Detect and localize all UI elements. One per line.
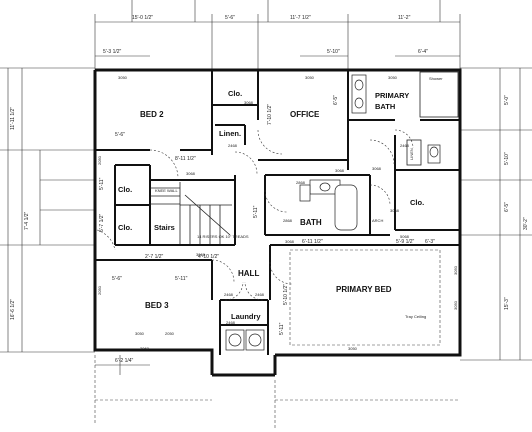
- dim-left-2: 7'-4 1/2": [24, 211, 30, 230]
- window-code: 3050: [135, 331, 145, 336]
- dim-bed3-1: 5'-6": [112, 276, 122, 282]
- dim-mid-6: 6'-3": [425, 239, 435, 245]
- door-code: 3068: [196, 252, 206, 257]
- door-code: 2468: [226, 320, 236, 325]
- fixtures: [225, 74, 441, 351]
- dim-right-5: 15'-3": [504, 297, 510, 310]
- right-dimension-lines: [460, 67, 532, 361]
- door-code: 3068: [140, 346, 150, 351]
- dim-right-5-inner: 5'-11": [253, 205, 259, 218]
- top-dimension-lines: [94, 0, 461, 70]
- note-arch: ARCH: [372, 218, 383, 223]
- window-code: 3050: [348, 346, 358, 351]
- dim-bed2-w: 5'-6": [115, 132, 125, 138]
- window-code: 3050: [305, 75, 315, 80]
- door-code: 3068: [335, 168, 345, 173]
- dim-mid-3: 2'-7 1/2": [145, 254, 164, 260]
- door-code: 2868: [296, 180, 306, 185]
- dim-mid-7: 4'-10 1/2": [198, 254, 219, 260]
- dim-left-3: 16'-6 1/2": [10, 299, 16, 320]
- door-code: 2468: [255, 292, 265, 297]
- room-clo-top-label: Clo.: [228, 89, 242, 98]
- room-office-label: OFFICE: [290, 110, 320, 119]
- door-code: 5068: [400, 234, 410, 239]
- dim-mid-4: 6'-11 1/2": [302, 239, 323, 245]
- window-code: 2050: [165, 331, 175, 336]
- dim-office-h: 6'-5": [333, 95, 339, 105]
- dim-top-4: 11'-2": [398, 15, 411, 21]
- dim-mid-1: 5'-11": [99, 177, 105, 190]
- dim-right-4: 30'-2": [523, 217, 529, 230]
- note-linen: LINEN: [409, 148, 414, 160]
- window-code: 3050: [453, 300, 458, 310]
- dim-lr-1: 5'-11": [279, 322, 285, 335]
- note-tray-ceiling: Tray Ceiling: [405, 314, 426, 319]
- room-stairs-label: Stairs: [154, 223, 175, 232]
- room-hall-label: HALL: [238, 269, 259, 278]
- window-code: 3050: [453, 265, 458, 275]
- window-code: 2050: [97, 285, 102, 295]
- window-code: 2050: [97, 155, 102, 165]
- dim-sub-2: 5'-10": [327, 49, 340, 55]
- door-code: 2468: [400, 143, 410, 148]
- exterior-walls: [93, 68, 462, 377]
- door-code: 2468: [224, 292, 234, 297]
- dim-hall-1: 8'-11 1/2": [175, 156, 196, 162]
- door-code: 3068: [244, 100, 254, 105]
- dim-right-2: 5'-10": [504, 152, 510, 165]
- room-bed3-label: BED 3: [145, 301, 169, 310]
- door-swings: [96, 129, 414, 301]
- room-laundry-label: Laundry: [231, 312, 261, 321]
- dim-lr-2: 5'-10 1/2": [283, 284, 289, 305]
- room-clo-left1-label: Clo.: [118, 185, 132, 194]
- tray-ceiling-outline: [289, 249, 441, 346]
- dim-mid-5: 5'-9 1/2": [396, 239, 415, 245]
- room-primary-bath-label-2: BATH: [375, 102, 395, 111]
- dim-right-3: 6'-5": [504, 202, 510, 212]
- interior-walls: [95, 70, 460, 355]
- room-primary-bath-label-1: PRIMARY: [375, 91, 409, 100]
- stair-treads: [150, 182, 232, 244]
- left-dimension-lines: [0, 67, 95, 353]
- door-code: 3068: [390, 208, 400, 213]
- note-knee-wall: KNEE WALL: [155, 188, 179, 193]
- door-code: 3068: [372, 166, 382, 171]
- dim-top-1: 15'-0 1/2": [132, 15, 153, 21]
- door-code: 2468: [228, 143, 238, 148]
- dim-top-3: 11'-7 1/2": [290, 15, 311, 21]
- dim-sub-1: 5'-3 1/2": [103, 49, 122, 55]
- note-treads: 14 RISERS OK 10" TREADS: [197, 234, 249, 239]
- room-primary-bed-label: PRIMARY BED: [336, 285, 392, 294]
- dim-office-w: 7'-10 1/2": [267, 104, 273, 125]
- dim-sub-3: 6'-4": [418, 49, 428, 55]
- door-code: 3068: [285, 239, 295, 244]
- dim-bottom-1: 6'-2 1/4": [115, 358, 134, 364]
- dim-right-1: 5'-0": [504, 95, 510, 105]
- dim-left-1: 11'-11 1/2": [10, 107, 16, 130]
- door-code: 2868: [283, 218, 293, 223]
- dim-mid-2: 5'-7 1/2": [99, 213, 105, 232]
- lower-dashed-lines: [94, 355, 460, 430]
- room-bed2-label: BED 2: [140, 110, 164, 119]
- dim-top-2: 5'-6": [225, 15, 235, 21]
- room-clo-right-label: Clo.: [410, 198, 424, 207]
- dim-bed3-2: 5'-11": [175, 276, 188, 282]
- window-code: 3050: [118, 75, 128, 80]
- window-code: 3050: [388, 75, 398, 80]
- room-linen-label: Linen.: [219, 129, 241, 138]
- door-code: 3068: [186, 171, 196, 176]
- room-clo-left2-label: Clo.: [118, 223, 132, 232]
- room-bath-label: BATH: [300, 218, 322, 227]
- note-shower: Shower: [429, 76, 443, 81]
